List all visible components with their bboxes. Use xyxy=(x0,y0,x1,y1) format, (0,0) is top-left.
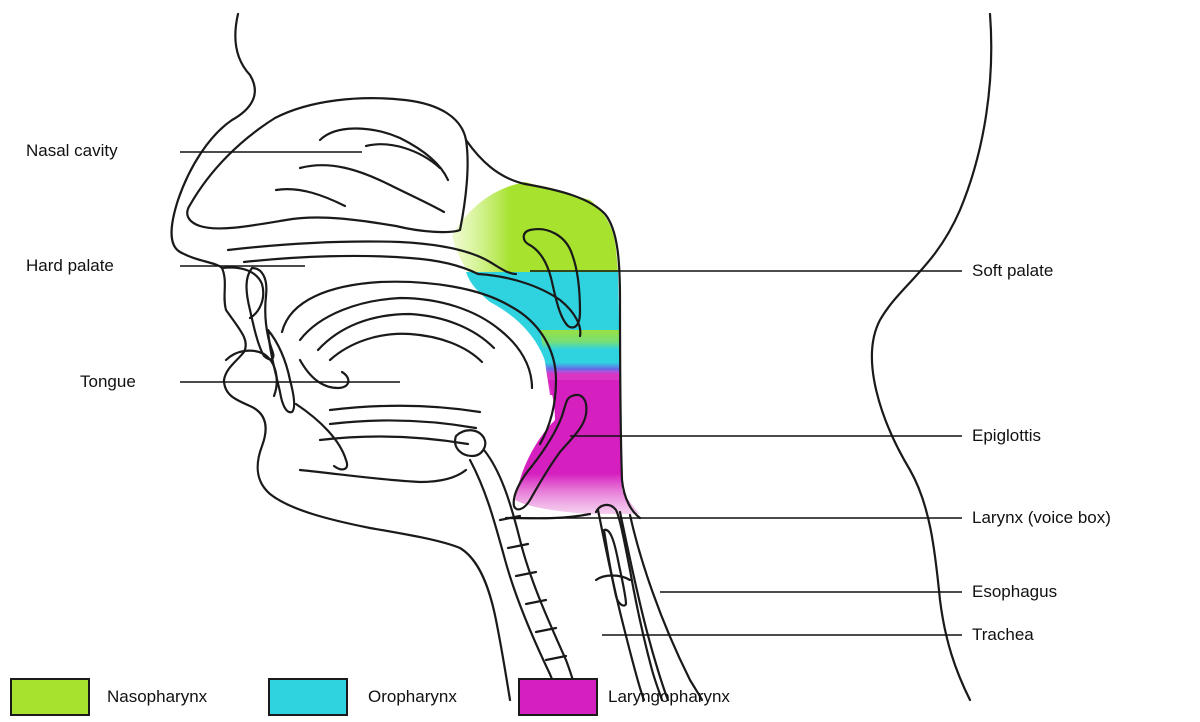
legend-swatch-laryngopharynx xyxy=(518,678,598,716)
legend-label-nasopharynx: Nasopharynx xyxy=(107,687,207,707)
label-soft-palate: Soft palate xyxy=(972,261,1053,281)
trachea-rings xyxy=(500,516,574,686)
nasopharynx-region xyxy=(452,182,618,272)
legend-label-laryngopharynx: Laryngopharynx xyxy=(608,687,730,707)
tongue-tip xyxy=(300,360,348,388)
legend-swatch-nasopharynx xyxy=(10,678,90,716)
incisor-lower xyxy=(268,330,294,412)
label-nasal-cavity: Nasal cavity xyxy=(26,141,118,161)
label-larynx: Larynx (voice box) xyxy=(972,508,1111,528)
tongue-inner-2 xyxy=(318,314,494,350)
label-esophagus: Esophagus xyxy=(972,582,1057,602)
label-hard-palate: Hard palate xyxy=(26,256,114,276)
legend-label-oropharynx: Oropharynx xyxy=(368,687,457,707)
nasal-turbinate-1 xyxy=(320,128,448,180)
esophagus-tube-left xyxy=(596,505,662,700)
hard-palate-under xyxy=(244,256,478,274)
lower-lip xyxy=(226,351,277,396)
label-epiglottis: Epiglottis xyxy=(972,426,1041,446)
pharynx-regions xyxy=(452,182,640,514)
legend-swatch-oropharynx xyxy=(268,678,348,716)
tongue-inner-1 xyxy=(300,298,532,388)
esophagus-inner xyxy=(604,530,626,606)
label-trachea: Trachea xyxy=(972,625,1034,645)
upper-lip xyxy=(222,268,263,318)
nasal-turbinate-2 xyxy=(300,165,444,212)
face-profile xyxy=(172,14,511,700)
nasal-turbinate-3 xyxy=(276,189,345,206)
tongue-inner-3 xyxy=(330,334,482,362)
label-tongue: Tongue xyxy=(80,372,136,392)
esophagus-tube-right xyxy=(620,512,668,700)
mouth-floor xyxy=(296,404,347,469)
chin-underside xyxy=(300,470,466,482)
